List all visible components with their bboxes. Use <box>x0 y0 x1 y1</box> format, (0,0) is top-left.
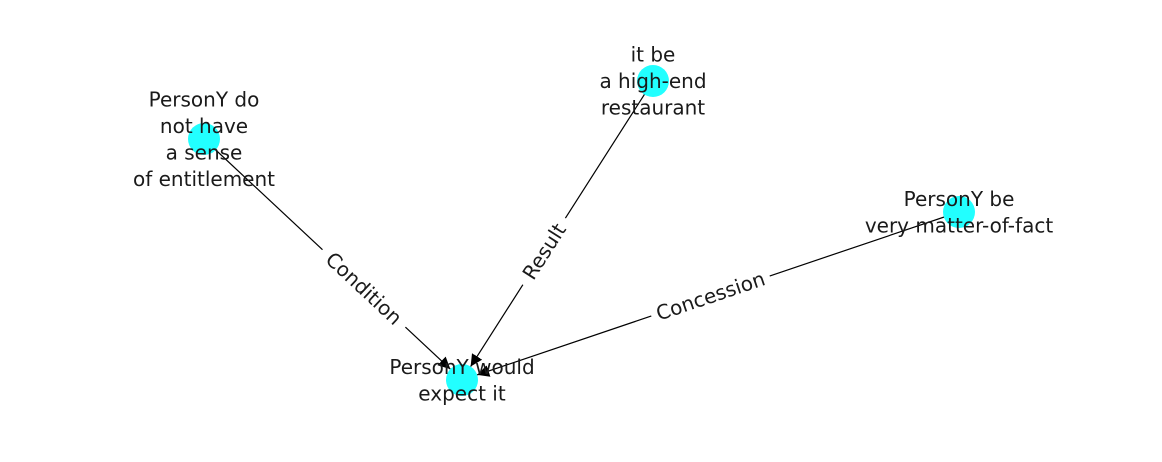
node-label-line: PersonY do <box>149 87 260 111</box>
nodes-layer <box>188 65 975 396</box>
edges-layer <box>203 80 960 377</box>
node-label-line: not have <box>160 114 248 138</box>
node-label-line: PersonY would <box>389 355 534 379</box>
node-label-line: it be <box>631 43 676 67</box>
edge-label-group-n2: Result <box>511 210 578 293</box>
node-n3 <box>943 196 975 228</box>
node-label-line: very matter-of-fact <box>865 213 1054 237</box>
edge-label-background <box>312 239 415 338</box>
node-label-line: a sense <box>166 140 243 164</box>
node-label-line: of entitlement <box>133 167 275 191</box>
edge-label-condition: Condition <box>321 247 407 330</box>
edge-label-background <box>646 262 775 330</box>
node-n1 <box>188 123 220 155</box>
edge-label-group-n3: Concession <box>646 262 775 330</box>
edge-label-group-n1: Condition <box>312 239 415 338</box>
node-n2 <box>637 65 669 97</box>
edge-label-background <box>511 210 578 293</box>
node-label-line: expect it <box>418 381 506 405</box>
node-label-line: a high-end <box>599 69 706 93</box>
node-label-line: PersonY be <box>904 187 1015 211</box>
node-n4 <box>446 364 478 396</box>
node-label-line: restaurant <box>601 96 705 120</box>
